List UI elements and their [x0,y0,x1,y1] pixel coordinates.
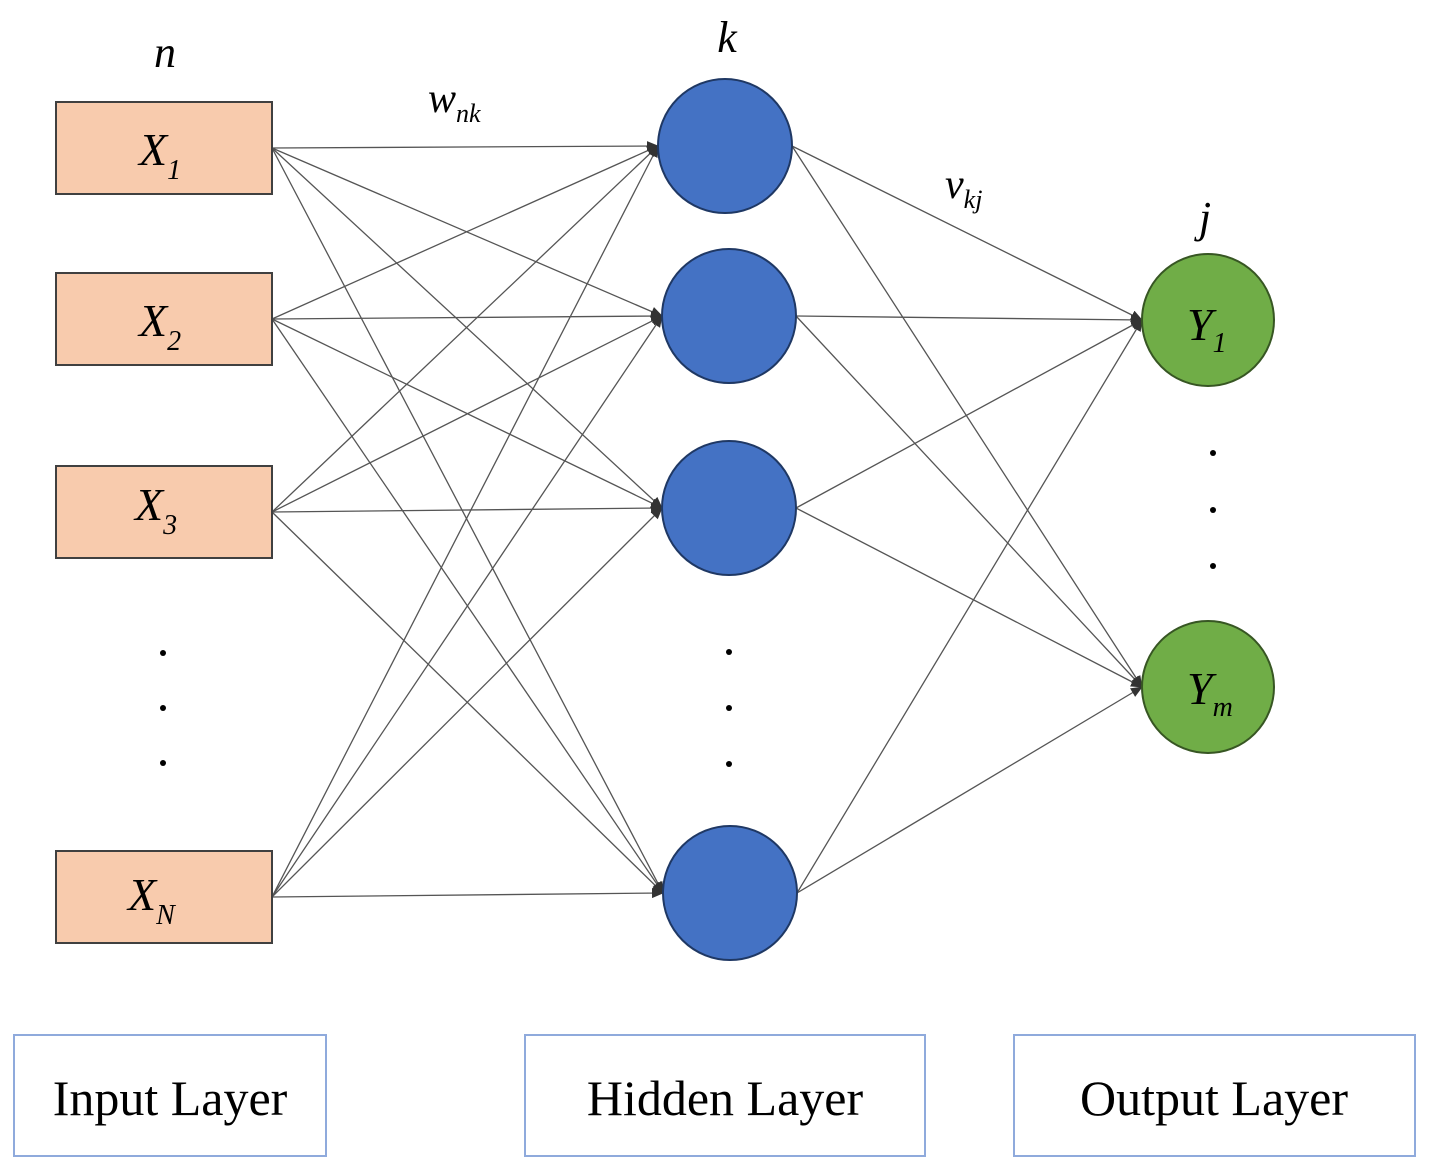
output-layer-label: Output Layer [1013,1034,1416,1157]
connection-edges [271,141,1143,899]
hidden-layer-label-text: Hidden Layer [587,1070,864,1126]
hidden-layer-nodes [657,78,798,961]
input-node-label: X3 [133,479,177,541]
input-node: X3 [55,465,273,559]
weight-label-hidden-output-base: v [945,162,964,208]
output-node: Y1 [1141,253,1275,387]
input-ellipsis [160,650,166,766]
hidden-layer-header: k [717,13,738,62]
output-node-circle [1141,620,1275,754]
input-node-box [55,101,273,195]
hidden-ellipsis [726,649,732,767]
output-node-label: Ym [1187,663,1233,723]
hidden-output-edge [795,314,1143,325]
weight-label-hidden-output-sub: kj [964,185,983,214]
input-node-label: X1 [137,124,181,186]
input-node-box [55,272,273,366]
input-layer-label-text: Input Layer [53,1070,288,1126]
input-node: X1 [55,101,273,195]
hidden-output-edge [795,507,1143,688]
input-hidden-edge [271,315,663,513]
input-node-label: X2 [137,295,181,357]
input-hidden-edge [271,141,659,152]
input-hidden-edge [271,311,663,322]
input-layer-header: n [154,28,176,77]
hidden-layer-label-box [524,1034,926,1157]
output-layer-nodes: Y1 Ym [1141,253,1275,754]
input-node-box [55,465,273,559]
output-layer-header: j [1194,193,1211,242]
output-ellipsis [1210,450,1216,569]
input-layer-nodes: X1 X2 X3 XN [55,101,273,944]
input-hidden-edge [271,145,659,320]
hidden-node [661,440,797,576]
input-hidden-edge [271,888,664,899]
input-hidden-edge [271,315,663,898]
weight-label-input-hidden: wnk [428,76,481,128]
output-layer-label-box [1013,1034,1416,1157]
input-hidden-edge [271,507,663,898]
hidden-node [657,78,793,214]
input-hidden-edge [271,145,659,898]
hidden-output-edge [791,145,1143,688]
input-layer-label-box [13,1034,327,1157]
hidden-output-edge [791,145,1143,321]
input-node: X2 [55,272,273,366]
hidden-node [662,825,798,961]
hidden-output-edge [795,319,1143,509]
input-hidden-edge [271,147,664,894]
output-node-label: Y1 [1187,299,1227,359]
weight-label-input-hidden-base: w [428,76,456,122]
hidden-node [661,248,797,384]
hidden-output-edge [796,319,1143,894]
hidden-output-edge [796,686,1143,894]
output-layer-label-text: Output Layer [1080,1070,1348,1126]
input-node: XN [55,850,273,944]
hidden-layer-label: Hidden Layer [524,1034,926,1157]
output-node-circle [1141,253,1275,387]
input-layer-label: Input Layer [13,1034,327,1157]
input-node-label: XN [126,869,176,931]
input-hidden-edge [271,145,659,513]
hidden-output-edge [795,315,1143,688]
weight-label-hidden-output: vkj [945,162,982,214]
output-node: Ym [1141,620,1275,754]
input-node-box [55,850,273,944]
input-hidden-edge [271,147,663,509]
weight-label-input-hidden-sub: nk [456,99,481,128]
input-hidden-edge [271,503,663,514]
